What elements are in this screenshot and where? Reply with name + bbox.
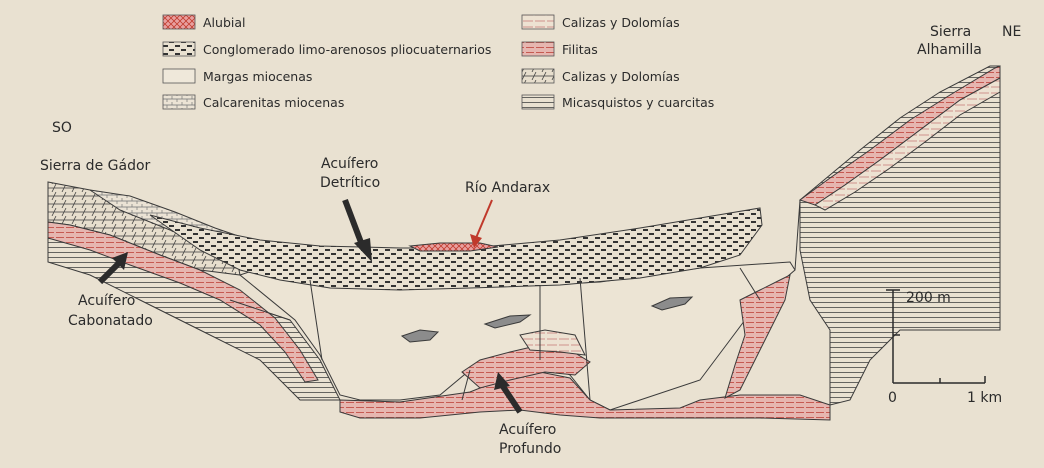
legend-swatch-micasquistos: [522, 95, 554, 109]
label-sierra-alhamilla-2: Alhamilla: [917, 42, 982, 58]
scale-label-zero: 0: [888, 390, 897, 406]
fault-line-5: [795, 200, 800, 270]
legend-label-calcarenitas: Calcarenitas miocenas: [203, 95, 344, 110]
label-acuifero-profundo-2: Profundo: [499, 441, 561, 457]
legend-item-conglomerado: Conglomerado limo-arenosos pliocuaternar…: [163, 42, 491, 57]
legend: Alubial Conglomerado limo-arenosos plioc…: [163, 15, 714, 110]
micasquistos-right: [800, 66, 1000, 405]
legend-label-alubial: Alubial: [203, 15, 246, 30]
legend-swatch-calizas-2: [522, 69, 554, 83]
legend-label-calizas-2: Calizas y Dolomías: [562, 69, 680, 84]
legend-label-filitas: Filitas: [562, 42, 598, 57]
label-sierra-gador: Sierra de Gádor: [40, 158, 151, 174]
label-acuifero-detritico-2: Detrítico: [320, 175, 380, 191]
legend-swatch-margas: [163, 69, 195, 83]
geologic-section: [48, 66, 1000, 420]
legend-swatch-alubial: [163, 15, 195, 29]
legend-item-margas: Margas miocenas: [163, 69, 312, 84]
label-rio-andarax: Río Andarax: [465, 180, 550, 196]
legend-item-filitas: Filitas: [522, 42, 598, 57]
legend-swatch-calizas-1: [522, 15, 554, 29]
legend-label-margas: Margas miocenas: [203, 69, 312, 84]
label-sierra-alhamilla-1: Sierra: [930, 24, 971, 40]
label-ne: NE: [1002, 24, 1021, 40]
label-so: SO: [52, 120, 72, 136]
scale-label-horizontal: 1 km: [967, 390, 1002, 406]
legend-item-calcarenitas: Calcarenitas miocenas: [163, 95, 344, 110]
scale-label-vertical: 200 m: [906, 290, 951, 306]
legend-item-calizas-2: Calizas y Dolomías: [522, 69, 680, 84]
legend-label-conglomerado: Conglomerado limo-arenosos pliocuaternar…: [203, 42, 491, 57]
label-acuifero-profundo-1: Acuífero: [499, 422, 556, 438]
label-acuifero-carbonatado-2: Cabonatado: [68, 313, 153, 329]
legend-item-micasquistos: Micasquistos y cuarcitas: [522, 95, 714, 110]
legend-label-calizas-1: Calizas y Dolomías: [562, 15, 680, 30]
arrow-rio-andarax: [470, 200, 492, 248]
legend-label-micasquistos: Micasquistos y cuarcitas: [562, 95, 714, 110]
label-acuifero-detritico-1: Acuífero: [321, 156, 378, 172]
legend-swatch-conglomerado: [163, 42, 195, 56]
legend-item-calizas-1: Calizas y Dolomías: [522, 15, 680, 30]
label-acuifero-carbonatado-1: Acuífero: [78, 293, 135, 309]
legend-swatch-calcarenitas: [163, 95, 195, 109]
legend-swatch-filitas: [522, 42, 554, 56]
legend-item-alubial: Alubial: [163, 15, 246, 30]
